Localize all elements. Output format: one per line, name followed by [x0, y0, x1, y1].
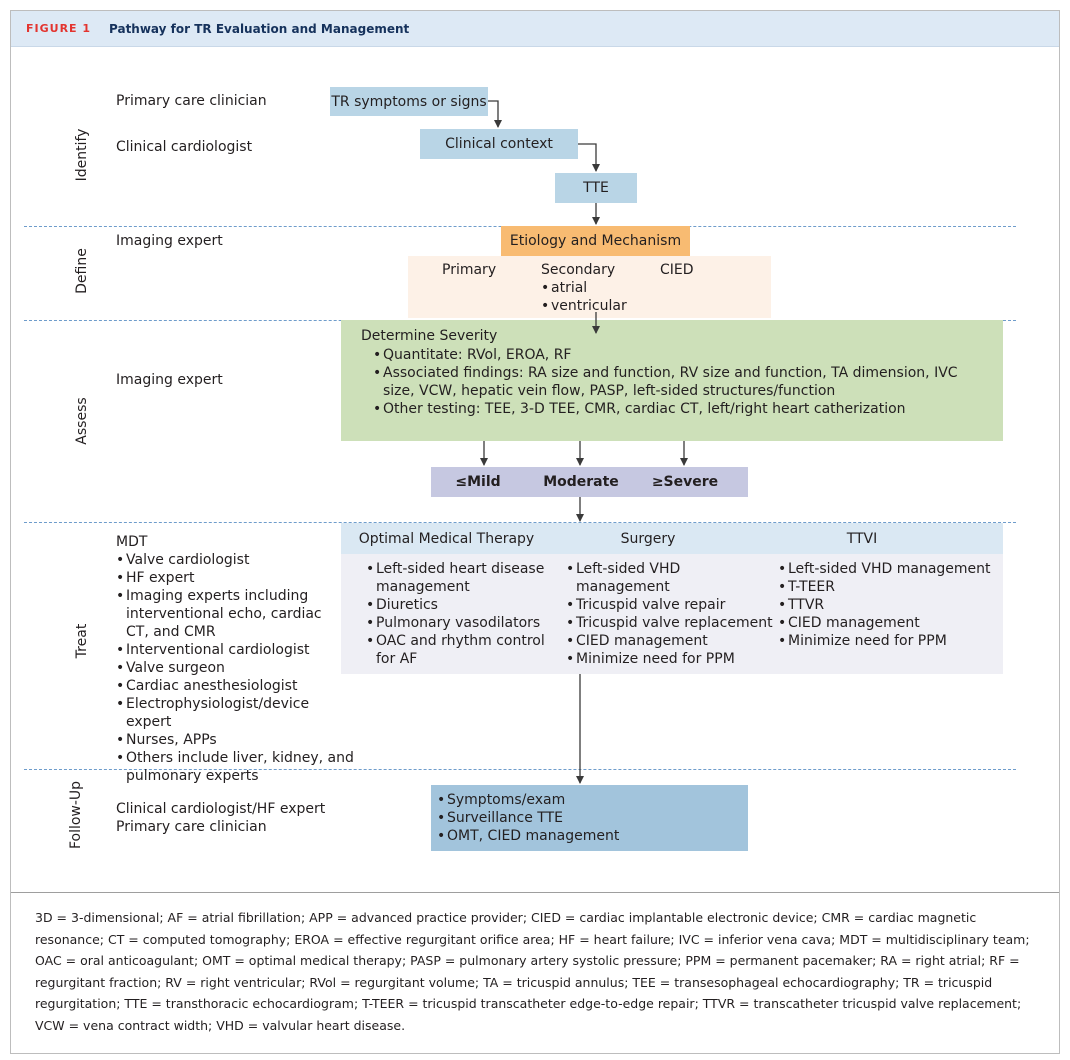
lane-treat-item: Nurses, APPs — [116, 731, 356, 749]
arrow-context-to-tte — [578, 143, 600, 172]
severity-severe: ≥Severe — [651, 474, 719, 490]
lane-follow-up: Clinical cardiologist/HF expert Primary … — [116, 800, 325, 836]
severity-assessment-item: Quantitate: RVol, EROA, RF — [373, 346, 985, 364]
etiology-secondary-item: ventricular — [541, 297, 627, 315]
figure-title: Pathway for TR Evaluation and Management — [109, 22, 410, 36]
treatment-header — [341, 523, 1003, 554]
severity-assessment-item: Associated findings: RA size and functio… — [373, 364, 985, 400]
severity-assessment-box: Determine Severity Quantitate: RVol, ERO… — [341, 320, 1003, 441]
follow-up-box: Symptoms/exam Surveillance TTE OMT, CIED… — [431, 785, 748, 851]
clinical-context-label: Clinical context — [445, 136, 553, 152]
lane-follow-up-2: Primary care clinician — [116, 819, 267, 835]
etiology-cied: CIED — [660, 262, 694, 278]
divider-assess-treat — [24, 522, 1016, 523]
arrow-symptoms-to-context — [488, 100, 502, 128]
lane-treat-item: Electrophysiologist/device expert — [116, 695, 356, 731]
lane-treat: MDT Valve cardiologist HF expert Imaging… — [116, 533, 356, 785]
treatment-surgery-item: Left-sided VHD management — [566, 560, 778, 596]
etiology-secondary-title: Secondary — [541, 262, 616, 278]
abbreviations-footer: 3D = 3-dimensional; AF = atrial fibrilla… — [11, 892, 1059, 1053]
lane-treat-item: Interventional cardiologist — [116, 641, 356, 659]
lane-treat-item: Imaging experts including interventional… — [116, 587, 326, 641]
treatment-ttvi-item: CIED management — [778, 614, 1000, 632]
treatment-ttvi-item: TTVR — [778, 596, 1000, 614]
treatment-ttvi-item: Left-sided VHD management — [778, 560, 1000, 578]
follow-up-item: OMT, CIED management — [437, 827, 748, 845]
lane-treat-item: Valve cardiologist — [116, 551, 356, 569]
treatment-surgery-list: Left-sided VHD management Tricuspid valv… — [566, 560, 778, 668]
treatment-omt-item: OAC and rhythm control for AF — [366, 632, 552, 668]
etiology-label: Etiology and Mechanism — [509, 233, 682, 249]
lane-treat-item: Others include liver, kidney, and pulmon… — [116, 749, 358, 785]
treatment-ttvi-list: Left-sided VHD management T-TEER TTVR CI… — [778, 560, 1000, 650]
treatment-omt-item: Diuretics — [366, 596, 552, 614]
tr-symptoms-box: TR symptoms or signs — [330, 87, 488, 116]
etiology-secondary: Secondary atrial ventricular — [541, 261, 627, 315]
severity-moderate: Moderate — [543, 474, 619, 490]
lane-treat-item: Cardiac anesthesiologist — [116, 677, 356, 695]
lane-identify-cardiologist: Clinical cardiologist — [116, 139, 253, 155]
treatment-ttvi-item: Minimize need for PPM — [778, 632, 1000, 650]
severity-assessment-title: Determine Severity — [361, 328, 498, 344]
follow-up-item: Symptoms/exam — [437, 791, 748, 809]
lane-follow-up-1: Clinical cardiologist/HF expert — [116, 801, 326, 817]
severity-grade-bar — [431, 467, 748, 497]
treatment-omt-title: Optimal Medical Therapy — [358, 530, 535, 547]
figure-label: FIGURE 1 — [26, 22, 92, 35]
lane-treat-title: MDT — [116, 534, 148, 550]
treatment-omt-list: Left-sided heart disease management Diur… — [366, 560, 552, 668]
severity-mild: ≤Mild — [455, 474, 501, 490]
treatment-surgery-item: Tricuspid valve repair — [566, 596, 778, 614]
follow-up-item: Surveillance TTE — [437, 809, 748, 827]
treatment-omt-item: Pulmonary vasodilators — [366, 614, 552, 632]
etiology-box: Etiology and Mechanism — [501, 226, 690, 256]
tte-box: TTE — [555, 173, 637, 203]
treatment-surgery-item: CIED management — [566, 632, 778, 650]
abbreviations-text: 3D = 3-dimensional; AF = atrial fibrilla… — [35, 910, 1030, 1033]
etiology-primary: Primary — [442, 262, 497, 278]
severity-assessment-item: Other testing: TEE, 3-D TEE, CMR, cardia… — [373, 400, 985, 418]
tte-label: TTE — [583, 180, 609, 196]
lane-define: Imaging expert — [116, 233, 223, 249]
etiology-secondary-item: atrial — [541, 279, 627, 297]
lane-treat-item: HF expert — [116, 569, 356, 587]
clinical-context-box: Clinical context — [420, 129, 578, 159]
lane-assess: Imaging expert — [116, 372, 223, 388]
divider-treat-follow-up — [24, 769, 1016, 770]
treatment-surgery-title: Surgery — [620, 530, 676, 547]
treatment-ttvi-title: TTVI — [846, 530, 878, 547]
treatment-surgery-item: Tricuspid valve replacement — [566, 614, 778, 632]
treatment-surgery-item: Minimize need for PPM — [566, 650, 778, 668]
figure-header — [11, 11, 1059, 47]
lane-treat-item: Valve surgeon — [116, 659, 356, 677]
treatment-ttvi-item: T-TEER — [778, 578, 1000, 596]
figure-frame — [10, 10, 1060, 1054]
lane-identify-primary: Primary care clinician — [116, 93, 267, 109]
treatment-omt-item: Left-sided heart disease management — [366, 560, 552, 596]
tr-symptoms-label: TR symptoms or signs — [331, 93, 487, 110]
